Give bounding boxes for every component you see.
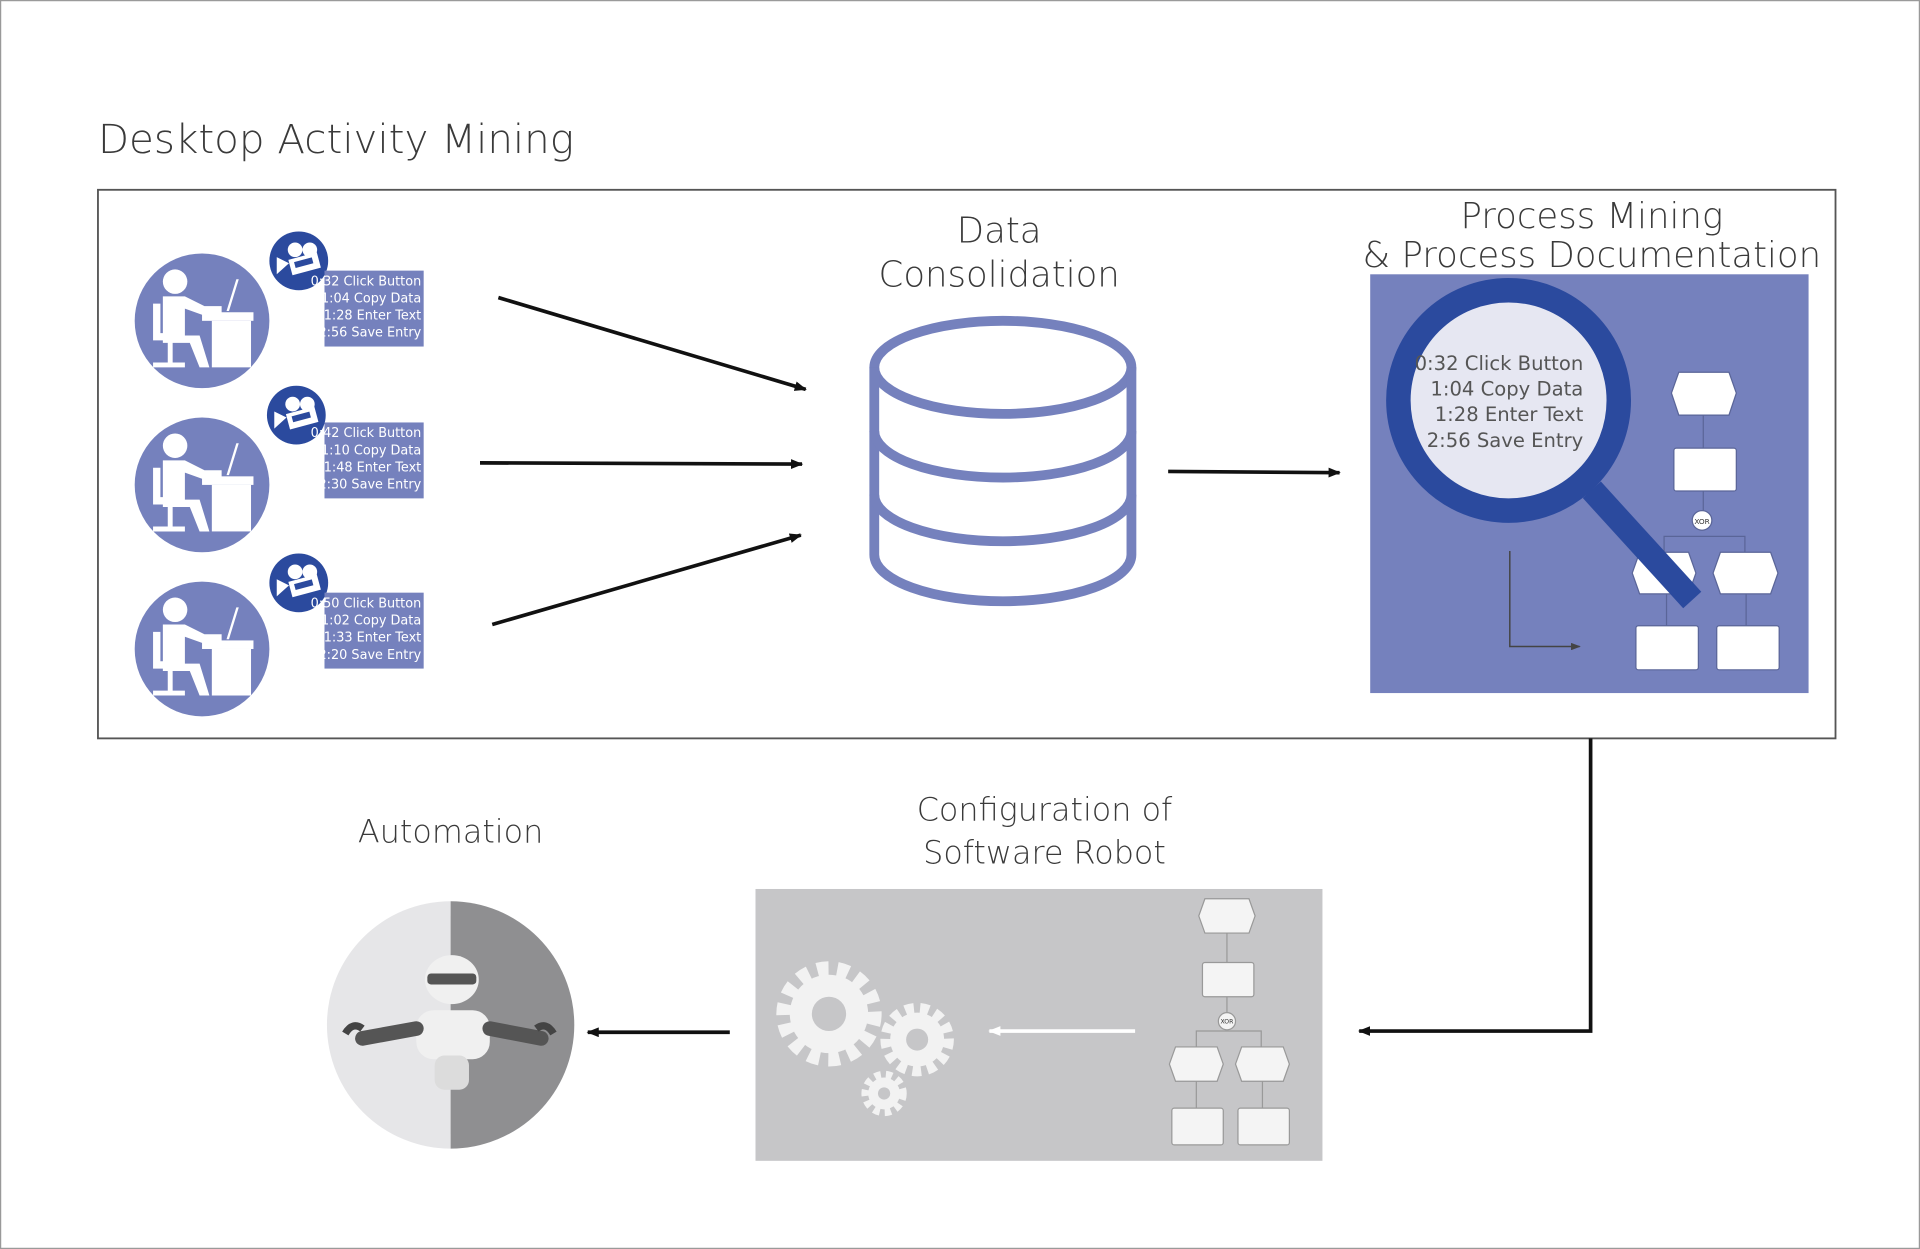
activity-log [324,422,424,499]
magnified-log-entry: 0:32 Click Button [1415,352,1584,375]
consolidation-label: Consolidation [879,255,1120,296]
database-icon [869,315,1137,607]
magnifier-icon [1386,277,1702,609]
flow-arrow [1509,551,1581,651]
configuration-label: Configuration of [917,790,1173,828]
process-model [1168,898,1291,1146]
arrow [1357,738,1593,1036]
gateway-label: XOR [1694,517,1709,526]
log-entry: 1:10 Copy Data [321,443,421,458]
log-entry: 2:30 Save Entry [319,478,422,493]
mining-label: & Process Documentation [1363,235,1822,276]
arrow [479,459,804,469]
magnified-log-entry: 1:28 Enter Text [1435,403,1584,426]
arrow [497,295,807,392]
automation-label: Automation [358,812,543,850]
mining-label: Process Mining [1461,196,1724,237]
xor-gateway [1217,1012,1237,1031]
log-entry: 1:04 Copy Data [321,291,421,306]
magnified-log-entry: 1:04 Copy Data [1430,378,1583,401]
gateway-label: XOR [1221,1019,1235,1026]
gears-icon [776,961,954,1117]
log-entry: 1:28 Enter Text [324,309,421,324]
xor-gateway [1691,510,1713,531]
arrow [1168,467,1341,478]
activity-log [324,270,424,347]
log-entry: 1:02 Copy Data [321,614,421,629]
user-recording-2: 0:42 Click Button 1:10 Copy Data 1:48 En… [134,385,424,553]
user-recording-1: 0:32 Click Button 1:04 Copy Data 1:28 En… [134,231,424,389]
log-entry: 1:48 Enter Text [324,460,421,475]
log-entry: 2:20 Save Entry [319,648,422,663]
robot-icon [326,901,575,1149]
log-entry: 1:33 Enter Text [324,631,421,646]
log-entry: 2:56 Save Entry [319,326,422,341]
log-entry: 0:42 Click Button [311,426,422,441]
log-entry: 0:32 Click Button [311,274,422,289]
arrow [491,533,802,627]
user-recording-3: 0:50 Click Button 1:02 Copy Data 1:33 En… [134,553,424,717]
consolidation-label: Data [957,210,1042,251]
activity-log [324,592,424,669]
configuration-label: Software Robot [923,833,1166,871]
log-entry: 0:50 Click Button [311,596,422,611]
page-title: Desktop Activity Mining [98,115,574,163]
magnified-log-entry: 2:56 Save Entry [1427,429,1584,452]
